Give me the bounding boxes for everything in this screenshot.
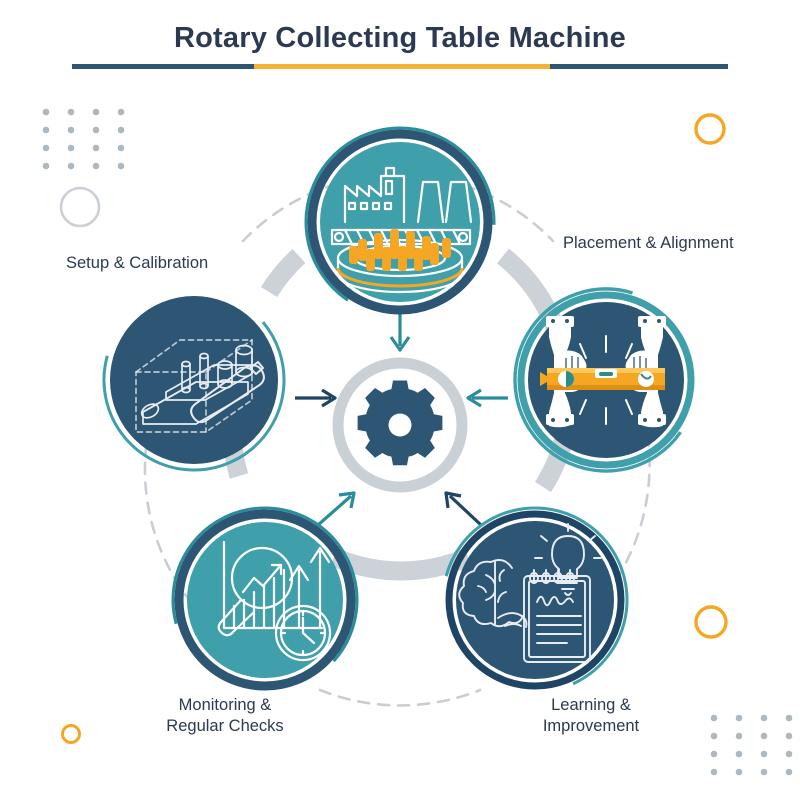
conveyor-wrench-icon [135, 339, 265, 433]
node-accent-arc-right [513, 287, 699, 473]
ring-gray-top-left [59, 186, 101, 228]
node-outer-ring-top [307, 129, 493, 315]
brain-bulb-notepad-icon [458, 523, 602, 663]
magnifier-chart-clock-icon [217, 540, 332, 662]
divider-middle-segment [254, 64, 550, 69]
node-monitoring-regular-checks[interactable] [152, 487, 377, 712]
node-learning-improvement[interactable] [422, 487, 647, 712]
divider-right-segment [550, 64, 728, 69]
center-hub [332, 357, 468, 493]
dot-grid-top-left [42, 108, 125, 170]
divider-left-segment [72, 64, 254, 69]
arrow-bottom-left-to-center [316, 491, 356, 527]
node-body-top [320, 142, 480, 302]
ring-amber-bottom-left [61, 724, 81, 744]
arrow-bottom-right-to-center [444, 491, 483, 527]
dot-grid-bottom-right [710, 714, 793, 776]
arrow-right-to-center [466, 388, 508, 408]
ring-amber-top-right [694, 113, 726, 145]
page-title: Rotary Collecting Table Machine [173, 22, 627, 54]
arrow-top-to-center [389, 311, 411, 352]
bottles-icon [349, 229, 451, 271]
node-accent-arc-br [441, 506, 629, 694]
spirit-level-icon [540, 368, 665, 390]
node-accent-arc-bl [171, 506, 359, 694]
node-body-left [110, 296, 278, 464]
label-learning-improvement: Learning & Improvement [542, 696, 640, 735]
label-setup-calibration: Setup & Calibration [66, 254, 209, 272]
node-setup-calibration[interactable] [67, 253, 321, 507]
node-accent-arc-top [304, 126, 496, 318]
arrow-left-to-center [295, 388, 337, 408]
node-accent-arc-left [102, 288, 286, 472]
node-placement-alignment[interactable] [479, 253, 732, 506]
gear-icon [357, 380, 443, 466]
node-outer-ring-bl [174, 509, 356, 691]
ring-amber-bottom-right [694, 605, 728, 639]
center-ring [332, 357, 468, 493]
factory-rotary-table-icon [330, 166, 473, 294]
node-outer-ring-br [445, 510, 625, 690]
title-divider [72, 64, 728, 69]
node-teal-ring-right [517, 291, 695, 469]
label-monitoring-regular-checks: Monitoring & Regular Checks [166, 696, 284, 735]
rotary-table-highlight [336, 267, 464, 288]
label-placement-alignment: Placement & Alignment [563, 234, 734, 252]
spark-lines-icon [579, 335, 633, 425]
node-rotary-table[interactable] [268, 90, 533, 355]
